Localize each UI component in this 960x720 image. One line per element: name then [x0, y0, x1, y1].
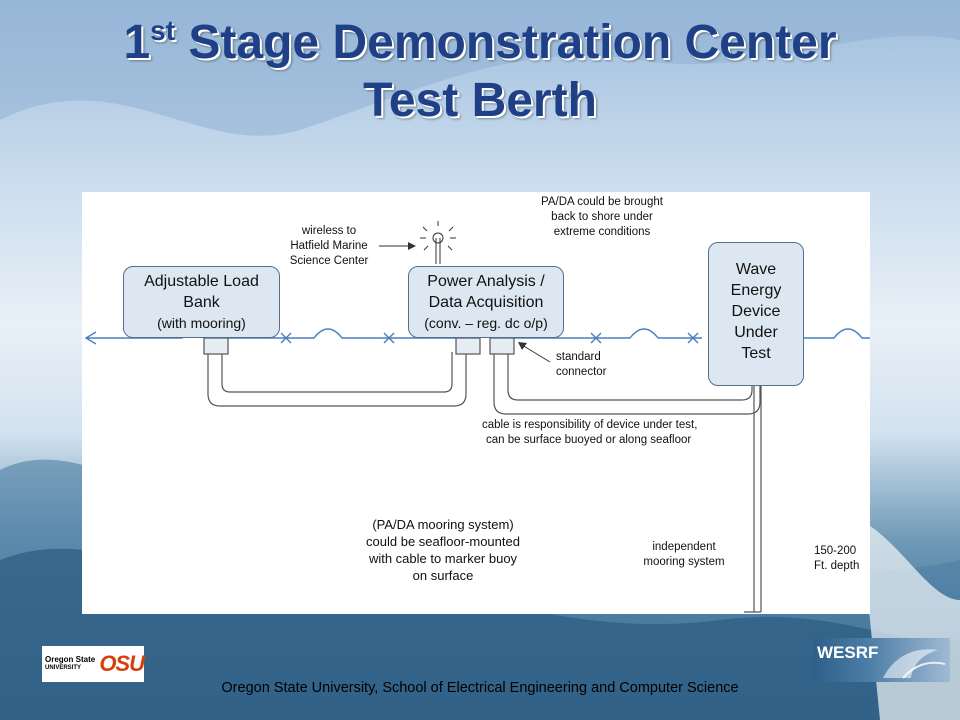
- load-bank-box: Adjustable Load Bank (with mooring): [123, 266, 280, 338]
- oregon-state-wordmark: Oregon State UNIVERSITY: [42, 655, 99, 673]
- note-wireless-line-3: Science Center: [289, 255, 369, 267]
- osu-mark: OSU: [99, 651, 145, 676]
- note-shore-line-1: PA/DA could be brought: [541, 196, 663, 208]
- power-analysis-line-1: Power Analysis /: [427, 273, 545, 290]
- note-cable: cable is responsibility of device under …: [482, 418, 742, 448]
- title-line-1: 1st Stage Demonstration Center: [0, 2, 960, 72]
- note-cable-line-2: can be surface buoyed or along seafloor: [486, 434, 692, 446]
- note-wireless-line-1: wireless to: [301, 225, 357, 237]
- note-depth: 150-200 Ft. depth: [814, 544, 868, 574]
- wesrf-logo: WESRF: [813, 638, 950, 682]
- load-bank-line-3: (with mooring): [157, 315, 246, 331]
- wave-device-box: Wave Energy Device Under Test: [708, 242, 804, 386]
- note-shore-line-3: extreme conditions: [553, 226, 651, 238]
- note-shore: PA/DA could be brought back to shore und…: [522, 195, 682, 240]
- antenna-light-icon: [420, 221, 456, 251]
- oregon-state-logo: Oregon State UNIVERSITY OSU: [42, 646, 145, 682]
- note-mooring-line-1: (PA/DA mooring system): [372, 517, 514, 532]
- note-mooring-line-4: on surface: [412, 568, 474, 583]
- cable-loop-load-to-padq-inner: [221, 352, 453, 393]
- connector-padq-right: [489, 337, 515, 355]
- note-depth-line-2: Ft. depth: [814, 560, 860, 572]
- oregon-state-wordmark-line-2: UNIVERSITY: [45, 665, 82, 671]
- note-wireless-line-2: Hatfield Marine: [290, 240, 368, 252]
- diagram-panel: Adjustable Load Bank (with mooring) Powe…: [82, 192, 870, 614]
- note-connector-line-1: standard: [556, 351, 601, 363]
- wave-swirl-icon: [883, 649, 946, 679]
- title-line-2: Test Berth: [363, 74, 597, 127]
- note-shore-line-2: back to shore under: [551, 211, 653, 223]
- note-independent-line-1: independent: [652, 541, 716, 553]
- power-analysis-box: Power Analysis / Data Acquisition (conv.…: [408, 266, 564, 338]
- note-mooring-line-2: could be seafloor-mounted: [366, 534, 520, 549]
- note-mooring-line-3: with cable to marker buoy: [368, 551, 518, 566]
- cable-loop-load-to-padq: [207, 352, 467, 407]
- wave-device-line-2: Energy: [730, 282, 782, 299]
- power-analysis-line-2: Data Acquisition: [428, 294, 544, 311]
- note-mooring: (PA/DA mooring system) could be seafloor…: [348, 516, 538, 584]
- wave-device-line-3: Device: [731, 303, 781, 320]
- note-wireless: wireless to Hatfield Marine Science Cent…: [276, 224, 382, 269]
- power-analysis-line-3: (conv. – reg. dc o/p): [424, 315, 548, 331]
- cable-loop-padq-to-device: [493, 352, 761, 415]
- note-depth-line-1: 150-200: [814, 545, 857, 557]
- load-bank-line-1: Adjustable Load: [144, 273, 259, 290]
- note-connector: standard connector: [556, 350, 646, 380]
- note-connector-line-2: connector: [556, 366, 607, 378]
- title-line-1-text: Stage Demonstration Center: [175, 16, 837, 69]
- footer-text: Oregon State University, School of Elect…: [221, 680, 739, 696]
- load-bank-line-2: Bank: [183, 294, 220, 311]
- oregon-state-wordmark-line-1: Oregon State: [45, 655, 96, 664]
- wesrf-wordmark: WESRF: [817, 643, 879, 662]
- note-independent-line-2: mooring system: [643, 556, 725, 568]
- title-superscript: st: [150, 15, 176, 46]
- connector-padq-left: [455, 337, 481, 355]
- slide-title: 1st Stage Demonstration Center Test Bert…: [0, 2, 960, 130]
- note-independent: independent mooring system: [630, 540, 738, 570]
- diagram-lines: [84, 221, 870, 613]
- cable-loop-padq-to-device-inner: [507, 352, 753, 401]
- connector-load-bank: [203, 337, 229, 355]
- wave-device-line-1: Wave: [735, 261, 777, 278]
- wave-device-line-5: Test: [741, 345, 771, 362]
- note-cable-line-1: cable is responsibility of device under …: [482, 419, 698, 431]
- title-prefix: 1: [123, 16, 151, 69]
- wave-device-line-4: Under: [734, 324, 778, 341]
